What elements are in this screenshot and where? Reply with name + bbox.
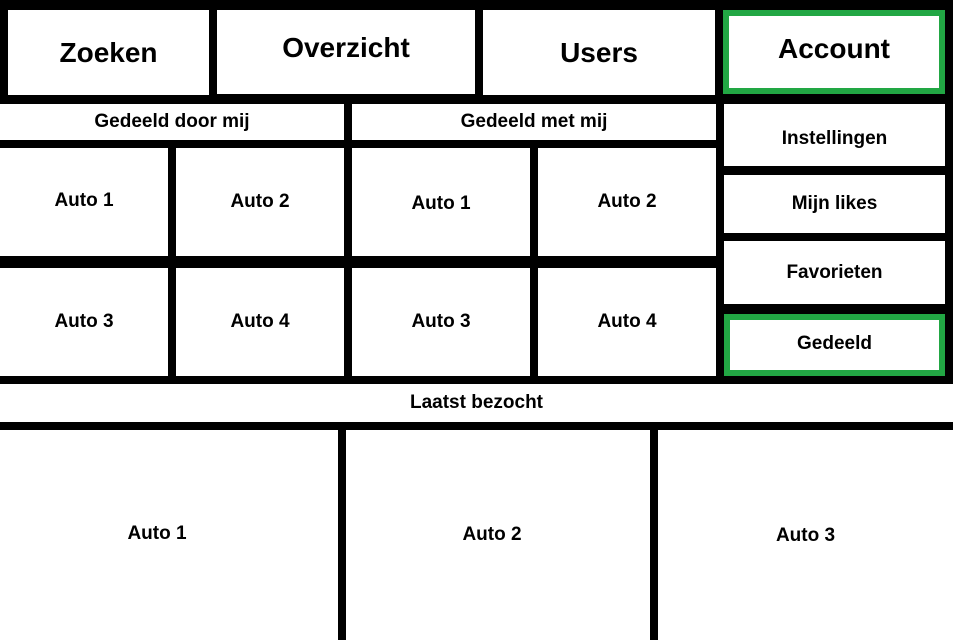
tab-overzicht[interactable]: Overzicht: [217, 10, 475, 94]
card-label: Auto 1: [54, 189, 114, 211]
recent-card-1[interactable]: Auto 1: [0, 430, 338, 640]
menu-item-mijn-likes[interactable]: Mijn likes: [724, 175, 945, 233]
card-label: Auto 2: [230, 191, 290, 212]
recent-card-2[interactable]: Auto 2: [346, 430, 650, 640]
menu-item-instellingen[interactable]: Instellingen: [724, 104, 945, 166]
card-label: Auto 1: [411, 193, 471, 214]
card-label: Auto 1: [127, 523, 187, 544]
shared-with-me-card-4[interactable]: Auto 4: [538, 268, 716, 376]
shared-by-me-card-3[interactable]: Auto 3: [0, 268, 168, 376]
tab-zoeken[interactable]: Zoeken: [8, 10, 209, 95]
menu-item-gedeeld[interactable]: Gedeeld: [724, 314, 945, 376]
menu-item-favorieten[interactable]: Favorieten: [724, 241, 945, 304]
card-label: Auto 2: [462, 524, 522, 545]
tab-zoeken-label: Zoeken: [59, 36, 158, 68]
card-label: Auto 4: [597, 311, 657, 332]
shared-by-me-card-4[interactable]: Auto 4: [176, 268, 344, 376]
shared-with-me-card-1[interactable]: Auto 1: [352, 148, 530, 256]
shared-with-me-header: Gedeeld met mij: [352, 104, 716, 140]
tab-users-label: Users: [560, 36, 638, 68]
tab-overzicht-label: Overzicht: [282, 32, 410, 63]
shared-with-me-card-2[interactable]: Auto 2: [538, 148, 716, 256]
shared-with-me-card-3[interactable]: Auto 3: [352, 268, 530, 376]
card-label: Auto 2: [597, 191, 657, 212]
recent-header: Laatst bezocht: [0, 384, 953, 422]
card-label: Auto 3: [54, 311, 114, 332]
card-label: Auto 4: [230, 311, 290, 332]
shared-by-me-card-1[interactable]: Auto 1: [0, 148, 168, 256]
recent-card-3[interactable]: Auto 3: [658, 430, 953, 640]
shared-by-me-header: Gedeeld door mij: [0, 104, 344, 140]
shared-by-me-card-2[interactable]: Auto 2: [176, 148, 344, 256]
tab-account[interactable]: Account: [723, 10, 945, 94]
card-label: Auto 3: [775, 525, 836, 546]
tab-users[interactable]: Users: [483, 10, 715, 95]
tab-account-label: Account: [778, 33, 890, 64]
card-label: Auto 3: [411, 311, 471, 332]
